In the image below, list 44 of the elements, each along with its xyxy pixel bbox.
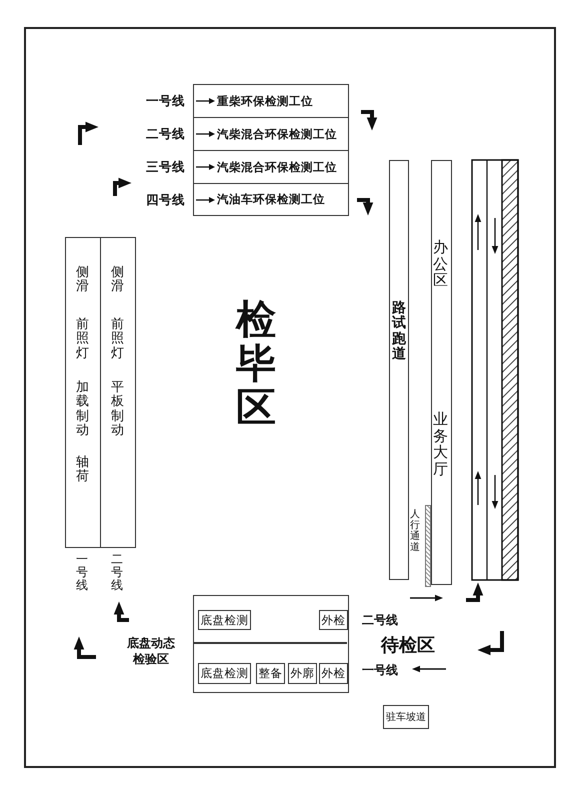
zone-label: 底盘动态检验区 [126, 636, 176, 668]
test-item: 前照灯 [111, 318, 124, 361]
office-building [431, 160, 452, 585]
station-row [193, 84, 349, 118]
area-label: 业务大厅 [433, 411, 448, 477]
line-label: 四号线 [145, 192, 185, 209]
station-name: 汽油车环保检测工位 [217, 192, 325, 207]
station-label: 底盘检测 [200, 612, 248, 628]
line-label: 一号线 [76, 553, 88, 593]
test-item: 前照灯 [76, 318, 89, 361]
ramp-label: 驻车坡道 [386, 710, 426, 724]
zone-label: 检毕区 [236, 298, 276, 430]
test-track [389, 160, 409, 580]
station-name: 汽柴混合环保检测工位 [217, 126, 337, 142]
zone-label: 待检区 [381, 634, 435, 657]
line-label: 二号线 [111, 553, 123, 593]
test-item: 轴荷 [76, 456, 89, 485]
station-label: 底盘检测 [200, 666, 248, 681]
area-label: 路试跑道 [392, 301, 406, 363]
line-label: 二号线 [362, 612, 398, 629]
inspection-lane [100, 237, 136, 548]
station-label: 外检 [322, 612, 346, 628]
line-label: 一号线 [145, 93, 185, 110]
station-row [193, 117, 349, 151]
test-item: 加载制动 [76, 381, 89, 438]
parking-ramp [383, 705, 429, 729]
station-name: 重柴环保检测工位 [217, 94, 313, 108]
line-label: 三号线 [145, 159, 185, 176]
line-label: 一号线 [362, 662, 398, 679]
area-label: 办公区 [433, 239, 448, 288]
walkway [410, 505, 432, 587]
line-label: 二号线 [145, 126, 185, 143]
station-label: 外检 [322, 666, 346, 681]
test-item: 平板制动 [111, 381, 124, 438]
station-label: 外廓 [290, 666, 314, 681]
station-row [193, 183, 349, 216]
inspection-lane [65, 237, 101, 548]
test-item: 侧滑 [111, 266, 124, 295]
test-item: 侧滑 [76, 266, 89, 295]
station-row [193, 150, 349, 184]
station-label: 整备 [258, 666, 282, 681]
station-name: 汽柴混合环保检测工位 [217, 160, 337, 174]
walkway-label: 人行通道 [410, 509, 420, 553]
inspection-area [193, 595, 349, 693]
